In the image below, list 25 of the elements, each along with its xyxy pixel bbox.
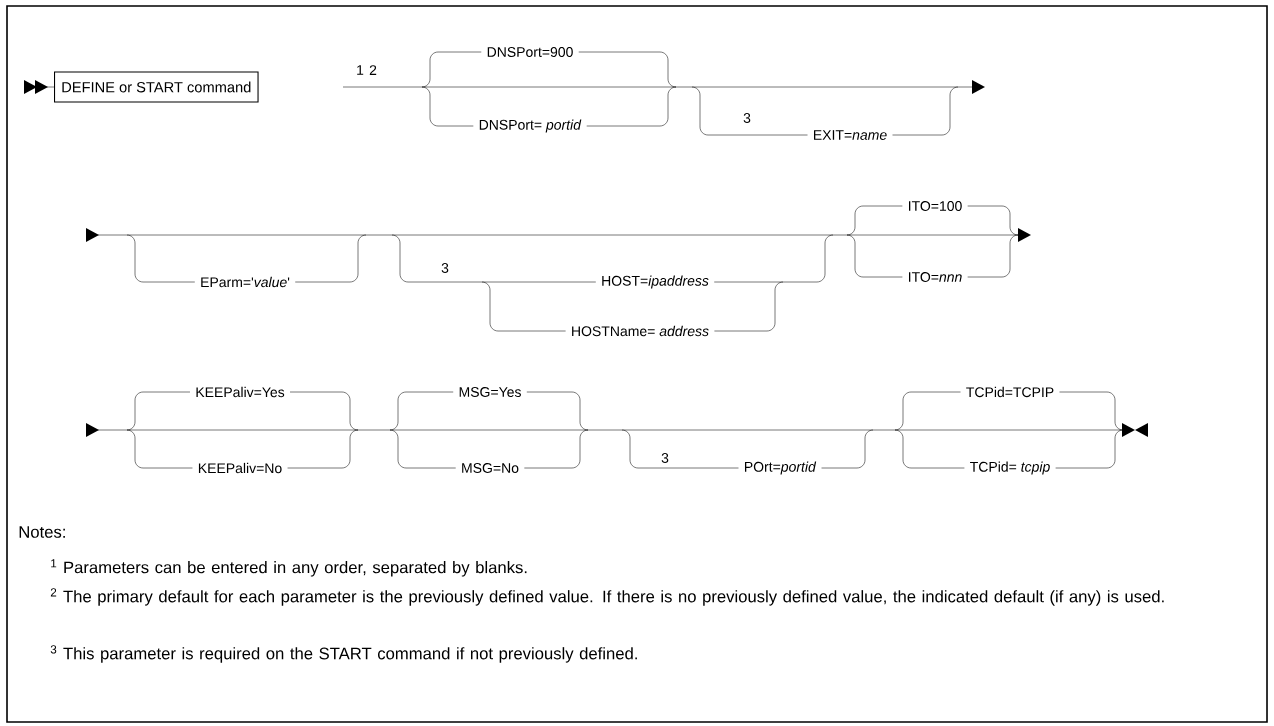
- option-label: MSG=Yes: [453, 385, 527, 399]
- footnote-number: 1: [357, 65, 364, 75]
- option-label: POrt=portid: [738, 460, 822, 476]
- option-label: KEEPaliv=Yes: [190, 385, 290, 399]
- option-label: MSG=No: [455, 461, 525, 475]
- option-label: TCPid= tcpip: [964, 460, 1056, 476]
- footnote-number: 3: [661, 453, 669, 463]
- note-text: $^{2}$ The primary default for each parameter is the previously defined value. If there is no previously defined value, the indicated default (if any) is used.: [50, 588, 1164, 606]
- footnote-number: 3: [441, 263, 449, 273]
- option-label: KEEPaliv=No: [192, 461, 288, 475]
- option-label: HOSTName= address: [565, 324, 715, 338]
- note-text: $^{1}$ Parameters can be entered in any order, separated by blanks.: [51, 559, 527, 577]
- notes-heading: Notes:: [19, 526, 65, 538]
- option-label: ITO=100: [902, 199, 968, 213]
- option-label: ITO=nnn: [902, 270, 968, 284]
- option-label: TCPid=TCPIP: [960, 385, 1060, 399]
- option-label: EParm='value': [194, 275, 296, 289]
- option-label: DNSPort= portid: [473, 118, 587, 134]
- option-label: HOST=ipaddress: [595, 274, 715, 290]
- footnote-number: 2: [369, 65, 377, 75]
- note-text: $^{3}$ This parameter is required on the START command if not previously defined.: [50, 645, 637, 663]
- footnote-number: 3: [743, 113, 751, 123]
- option-label: DNSPort=900: [481, 45, 579, 59]
- command-box: DEFINE or START command: [54, 71, 259, 103]
- option-label: EXIT=name: [807, 128, 893, 142]
